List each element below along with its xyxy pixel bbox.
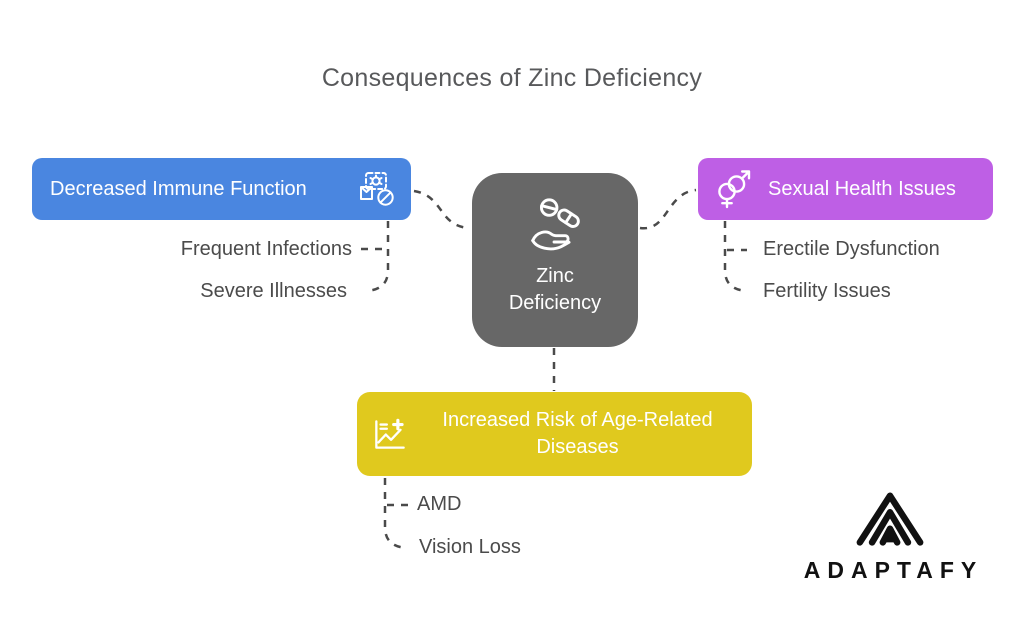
sub-label-fertility-issues: Fertility Issues <box>763 280 891 302</box>
connector-center-to-immune <box>413 189 469 230</box>
connector-immune-children-spine <box>365 221 390 293</box>
virus-blocked-icon <box>357 169 397 209</box>
adaptafy-mark-icon <box>856 492 924 546</box>
branch-age-label: Increased Risk of Age-Related Diseases <box>442 409 713 458</box>
hand-holding-pills-icon <box>524 195 586 257</box>
gender-symbols-icon <box>712 168 754 210</box>
sub-label-amd: AMD <box>417 493 462 515</box>
sub-label-severe-illnesses: Severe Illnesses <box>200 280 347 302</box>
sub-label-vision-loss: Vision Loss <box>419 536 521 558</box>
branch-sexual-health[interactable]: Sexual Health Issues <box>698 158 993 220</box>
connector-center-to-sexual <box>639 188 697 230</box>
center-node-label: Zinc Deficiency <box>508 265 602 314</box>
branch-immune-label: Decreased Immune Function <box>50 177 307 200</box>
brand-logo: ADAPTAFY <box>783 490 997 584</box>
sub-label-erectile-dysfunction: Erectile Dysfunction <box>763 238 940 260</box>
branch-immune-function[interactable]: Decreased Immune Function <box>32 158 411 220</box>
center-node-zinc-deficiency[interactable]: Zinc Deficiency <box>472 173 638 347</box>
health-chart-icon <box>369 413 411 455</box>
brand-logo-text: ADAPTAFY <box>803 557 984 583</box>
branch-sexual-label: Sexual Health Issues <box>768 177 956 200</box>
sub-label-frequent-infections: Frequent Infections <box>180 238 352 260</box>
branch-age-related-diseases[interactable]: Increased Risk of Age-Related Diseases <box>357 392 752 476</box>
page-title: Consequences of Zinc Deficiency <box>321 64 703 92</box>
connector-sexual-children-spine <box>723 221 748 293</box>
connector-age-children-spine <box>383 478 408 550</box>
